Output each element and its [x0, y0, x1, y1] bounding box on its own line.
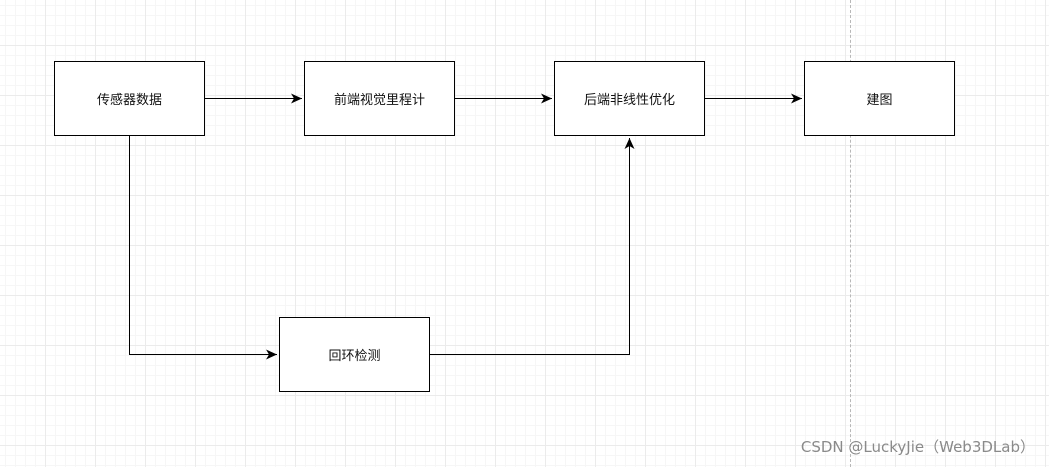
page-divider: [850, 0, 851, 467]
node-backend-optimization[interactable]: 后端非线性优化: [554, 61, 705, 136]
node-visual-odometry[interactable]: 前端视觉里程计: [304, 61, 455, 136]
node-sensor-data[interactable]: 传感器数据: [54, 61, 205, 136]
node-label: 回环检测: [328, 349, 381, 364]
node-label: 传感器数据: [96, 93, 162, 108]
watermark: CSDN @LuckyJie（Web3DLab）: [800, 438, 1035, 456]
node-label: 后端非线性优化: [583, 93, 675, 108]
node-label: 建图: [866, 93, 893, 108]
edge-sensor-to-loop: [129, 136, 277, 360]
edge-loop-to-backend: [430, 138, 635, 355]
node-mapping[interactable]: 建图: [804, 61, 955, 136]
node-loop-closure[interactable]: 回环检测: [279, 317, 430, 392]
node-label: 前端视觉里程计: [333, 93, 425, 108]
